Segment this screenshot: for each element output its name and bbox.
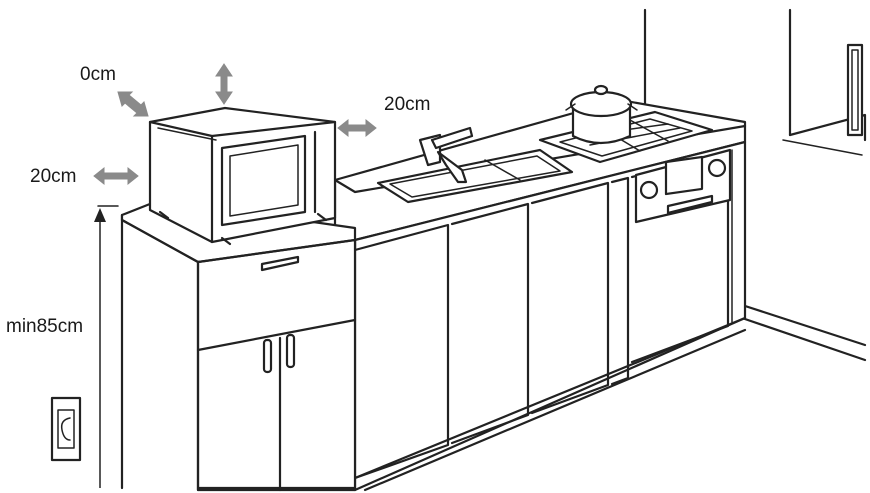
arrow-up-icon <box>215 63 233 105</box>
sink <box>376 148 574 204</box>
microwave-cabinet <box>120 198 357 492</box>
height-arrow-icon <box>94 205 119 488</box>
cooking-pot-icon <box>565 84 638 145</box>
built-in-oven <box>634 148 732 224</box>
arrow-diagonal-icon <box>117 91 149 117</box>
min-height-label: min85cm <box>6 316 83 337</box>
top-left-clearance-label: 0cm <box>80 64 116 85</box>
wall-socket-icon <box>50 396 82 462</box>
arrow-left-icon <box>93 166 139 186</box>
faucet-icon <box>418 126 474 184</box>
left-clearance-label: 20cm <box>30 166 76 187</box>
microwave-oven-icon <box>148 106 337 246</box>
right-clearance-label: 20cm <box>384 94 430 115</box>
arrow-right-icon <box>337 118 377 138</box>
room-walls <box>120 8 867 490</box>
